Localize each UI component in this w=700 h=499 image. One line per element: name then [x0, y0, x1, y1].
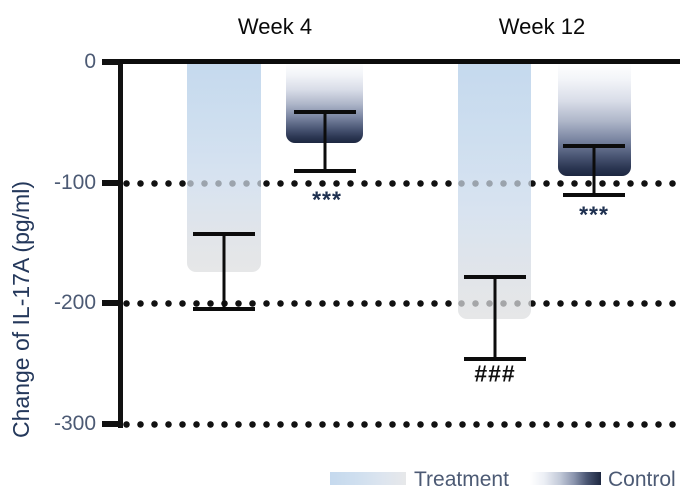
significance-week12-treatment: ###: [474, 360, 516, 387]
gridline-overlay-w4t-100: [187, 180, 261, 187]
legend-swatch-control: [530, 472, 601, 485]
errorbar-stem-week4-control: [323, 111, 327, 171]
y-tick-label-minus-300: -300: [53, 412, 96, 435]
y-axis-title: Change of IL-17A (pg/ml): [8, 181, 34, 438]
errorbar-stem-week4-treatment: [222, 233, 226, 309]
y-tick-label-minus-200: -200: [53, 291, 96, 314]
errorbar-cap-lower-week12-treatment: [464, 357, 526, 361]
y-axis-spine: [118, 60, 123, 428]
y-axis-tick-0: [102, 59, 120, 65]
y-axis-tick-minus-100: [102, 180, 120, 186]
legend-label-control: Control: [608, 468, 676, 491]
legend-label-treatment: Treatment: [414, 468, 509, 491]
y-tick-label-0: 0: [84, 50, 96, 73]
errorbar-stem-week12-treatment: [493, 276, 497, 359]
errorbar-cap-lower-week4-control: [294, 169, 356, 173]
group-header-week4: Week 4: [237, 14, 313, 39]
legend-swatch-treatment: [330, 472, 406, 485]
errorbar-stem-week12-control: [592, 145, 596, 195]
gridline-minus-300: [123, 421, 680, 428]
errorbar-cap-upper-week4-treatment: [193, 232, 255, 236]
gridline-minus-200: [123, 300, 680, 307]
errorbar-cap-upper-week12-treatment: [464, 275, 526, 279]
y-tick-label-minus-100: -100: [53, 171, 96, 194]
errorbar-cap-lower-week12-control: [563, 193, 625, 197]
errorbar-cap-upper-week4-control: [294, 110, 356, 114]
errorbar-cap-lower-week4-treatment: [193, 307, 255, 311]
gridline-minus-100: [123, 180, 680, 187]
significance-week12-control: ***: [579, 201, 609, 228]
y-axis-tick-minus-300: [102, 421, 120, 427]
significance-week4-control: ***: [312, 186, 342, 213]
errorbar-cap-upper-week12-control: [563, 144, 625, 148]
zero-baseline: [120, 59, 680, 64]
y-axis-tick-minus-200: [102, 300, 120, 306]
group-header-week12: Week 12: [498, 14, 586, 39]
gridline-overlay-w12t-100: [458, 180, 531, 187]
